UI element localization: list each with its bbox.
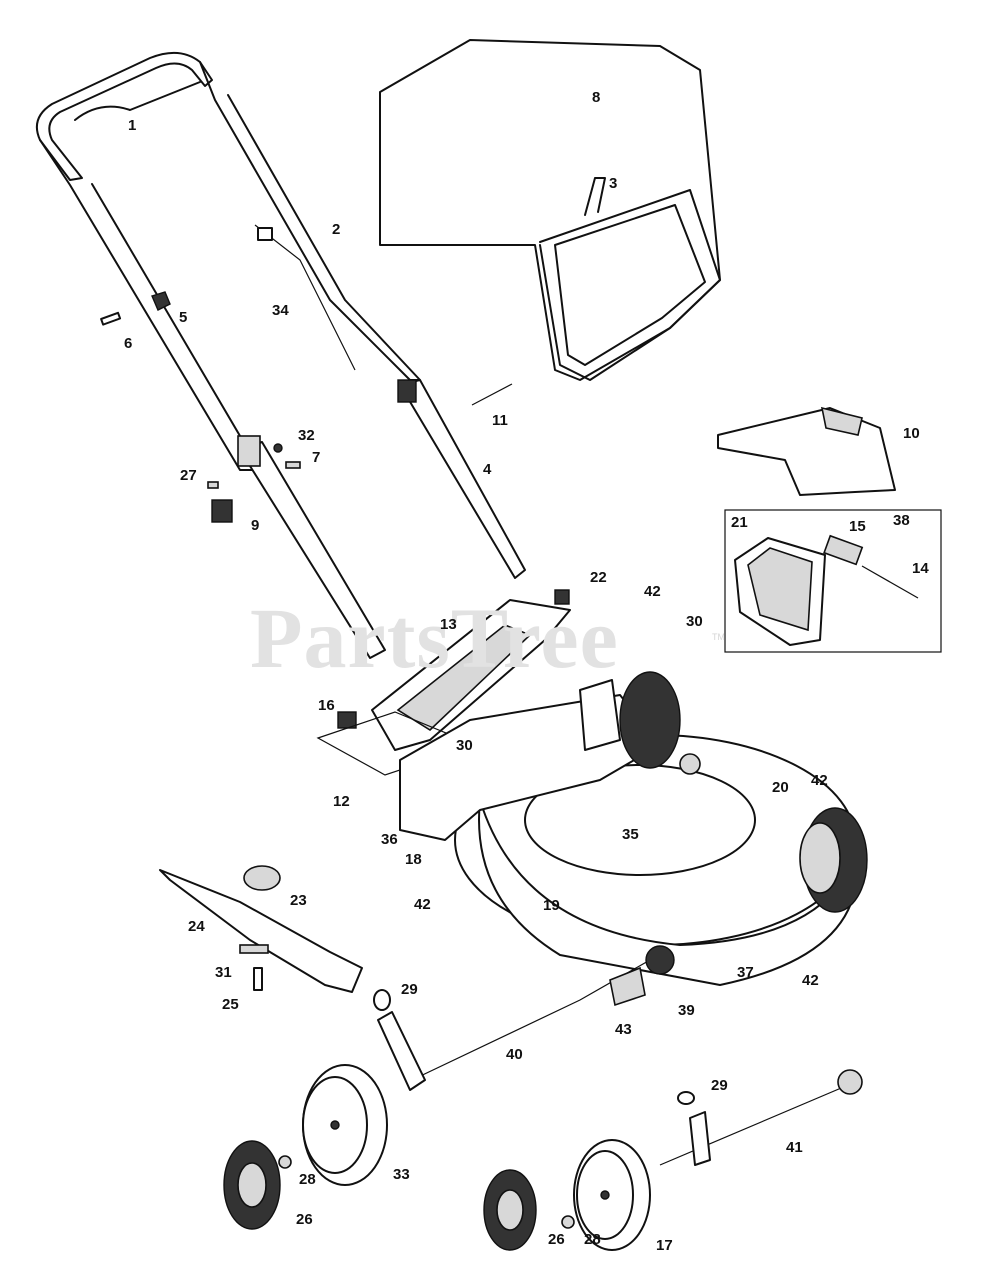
callout-12: 12 bbox=[333, 793, 350, 810]
callout-29-bottom: 29 bbox=[711, 1077, 728, 1094]
hub-nuts bbox=[278, 989, 695, 1229]
callout-25: 25 bbox=[222, 996, 239, 1013]
rear-axle bbox=[377, 945, 675, 1091]
callout-42-top: 42 bbox=[644, 583, 661, 600]
lower-handle bbox=[397, 379, 526, 579]
front-axle bbox=[659, 1069, 863, 1166]
callout-26-left: 26 bbox=[296, 1211, 313, 1228]
callout-15: 15 bbox=[849, 518, 866, 535]
callout-38: 38 bbox=[893, 512, 910, 529]
wheel-rear bbox=[573, 1139, 651, 1251]
callout-28-left: 28 bbox=[299, 1171, 316, 1188]
blade bbox=[159, 865, 363, 993]
callout-5: 5 bbox=[179, 309, 188, 326]
hubcap-rear bbox=[483, 1169, 537, 1251]
callout-22: 22 bbox=[590, 569, 607, 586]
callout-37: 37 bbox=[737, 964, 754, 981]
hardware-small bbox=[100, 291, 513, 523]
callout-31: 31 bbox=[215, 964, 232, 981]
callout-29-top: 29 bbox=[401, 981, 418, 998]
callout-35: 35 bbox=[622, 826, 639, 843]
hubcap-left bbox=[223, 1140, 281, 1230]
mower-deck bbox=[399, 671, 868, 986]
callout-30-mid: 30 bbox=[456, 737, 473, 754]
callout-34: 34 bbox=[272, 302, 289, 319]
callout-11: 11 bbox=[492, 412, 508, 429]
callout-41: 41 bbox=[786, 1139, 803, 1156]
callout-17: 17 bbox=[656, 1237, 673, 1254]
callout-1: 1 bbox=[128, 117, 137, 134]
callout-20: 20 bbox=[772, 779, 789, 796]
callout-18: 18 bbox=[405, 851, 422, 868]
callout-40: 40 bbox=[506, 1046, 523, 1063]
callout-30-top: 30 bbox=[686, 613, 703, 630]
callout-14: 14 bbox=[912, 560, 929, 577]
callout-26-right: 26 bbox=[548, 1231, 565, 1248]
callout-24: 24 bbox=[188, 918, 205, 935]
callout-42-right: 42 bbox=[811, 772, 828, 789]
callout-16: 16 bbox=[318, 697, 335, 714]
callout-33: 33 bbox=[393, 1166, 410, 1183]
callout-21: 21 bbox=[731, 514, 748, 531]
callout-32: 32 bbox=[298, 427, 315, 444]
control-bail-cable bbox=[254, 224, 356, 371]
rear-door bbox=[337, 589, 571, 751]
lower-handle-left bbox=[237, 435, 386, 659]
callout-10: 10 bbox=[903, 425, 920, 442]
callout-6: 6 bbox=[124, 335, 133, 352]
rear-deflector bbox=[717, 406, 896, 496]
watermark: PartsTree bbox=[250, 590, 619, 686]
callout-8: 8 bbox=[592, 89, 601, 106]
wheel-front-left bbox=[302, 1064, 388, 1186]
callout-42-left: 42 bbox=[414, 896, 431, 913]
callout-23: 23 bbox=[290, 892, 307, 909]
callout-13: 13 bbox=[440, 616, 457, 633]
upper-handle bbox=[36, 51, 421, 471]
callout-27: 27 bbox=[180, 467, 197, 484]
callout-39: 39 bbox=[678, 1002, 695, 1019]
callout-7: 7 bbox=[312, 449, 321, 466]
callout-19: 19 bbox=[543, 897, 560, 914]
callout-4: 4 bbox=[483, 461, 492, 478]
inset-box bbox=[724, 509, 942, 653]
callout-2: 2 bbox=[332, 221, 341, 238]
callout-9: 9 bbox=[251, 517, 260, 534]
grass-bag bbox=[379, 39, 721, 381]
callout-42-bottom: 42 bbox=[802, 972, 819, 989]
watermark-tm: TM bbox=[712, 632, 725, 642]
callout-43: 43 bbox=[615, 1021, 632, 1038]
callout-3: 3 bbox=[609, 175, 618, 192]
callout-28-right: 28 bbox=[584, 1231, 601, 1248]
callout-36: 36 bbox=[381, 831, 398, 848]
